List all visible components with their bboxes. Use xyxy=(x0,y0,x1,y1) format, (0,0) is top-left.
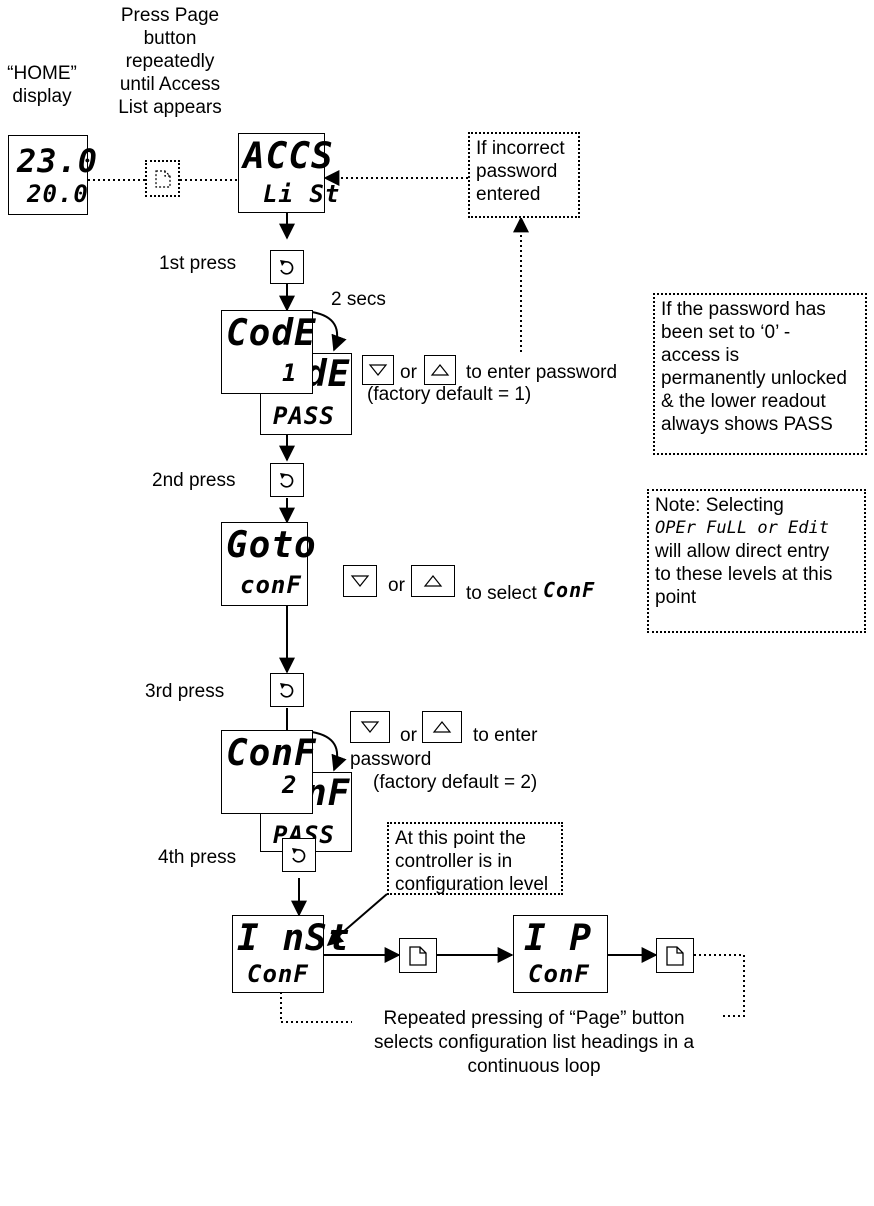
down-triangle-icon xyxy=(360,721,380,733)
page-button-1[interactable] xyxy=(399,938,437,973)
code-front-lower: 1 xyxy=(282,359,298,387)
factory-default-label-2: (factory default = 2) xyxy=(373,772,538,793)
page-button-2[interactable] xyxy=(656,938,694,973)
cycle-icon xyxy=(280,473,294,488)
enter-password-label-1: to enter password xyxy=(466,362,618,383)
cycle-button-2[interactable] xyxy=(270,463,304,497)
access-lower-readout: Li St xyxy=(263,180,341,208)
select-target-readout: ConF xyxy=(543,578,596,602)
cycle-icon xyxy=(292,848,306,863)
down-triangle-icon xyxy=(350,575,370,587)
goto-lower-readout: conF xyxy=(240,571,302,599)
inst-lower-readout: ConF xyxy=(247,960,309,988)
home-upper-readout: 23.0 xyxy=(17,142,99,180)
access-list-display: ACCS Li St xyxy=(238,133,339,213)
selecting-note: Note: Selecting OPEr FuLL or Edit will a… xyxy=(647,489,866,633)
code-front-upper: CodE xyxy=(226,313,317,354)
incorrect-password-note: If incorrect password entered xyxy=(468,132,580,218)
ip-conf-display: I P ConF xyxy=(513,915,608,993)
second-press-label: 2nd press xyxy=(152,470,236,491)
conf-front-upper: ConF xyxy=(226,733,317,774)
code-display-front: CodE 1 xyxy=(221,310,316,394)
loop-caption: Repeated pressing of “Page” button selec… xyxy=(373,1008,695,1077)
config-level-note: At this point the controller is in confi… xyxy=(387,822,563,895)
down-button-1[interactable] xyxy=(362,355,394,385)
page-icon xyxy=(154,169,171,188)
home-caption: “HOME” display xyxy=(7,63,77,107)
cycle-icon xyxy=(280,683,294,698)
home-lower-readout: 20.0 xyxy=(27,180,89,208)
access-upper-readout: ACCS xyxy=(243,136,334,177)
factory-default-label-1: (factory default = 1) xyxy=(367,384,532,405)
up-triangle-icon xyxy=(430,364,450,376)
goto-upper-readout: Goto xyxy=(226,525,317,566)
enter-password-label-2: to enter xyxy=(473,725,538,746)
to-select-label: to select xyxy=(466,583,537,604)
down-triangle-icon xyxy=(368,364,388,376)
cycle-button-3[interactable] xyxy=(270,673,304,707)
password-label-2: password xyxy=(350,749,432,770)
down-button-3[interactable] xyxy=(350,711,390,743)
up-button-3[interactable] xyxy=(422,711,462,743)
ip-upper-readout: I P xyxy=(524,918,593,959)
cycle-button-1[interactable] xyxy=(270,250,304,284)
home-display: 23.0 20.0 xyxy=(8,135,97,215)
page-icon xyxy=(409,945,427,966)
goto-display: Goto conF xyxy=(221,522,316,606)
inst-upper-readout: I nSt xyxy=(237,918,351,959)
cycle-button-4[interactable] xyxy=(282,838,316,872)
code-back-lower: PASS xyxy=(273,402,335,430)
password-zero-note: If the password has been set to ‘0’ - ac… xyxy=(653,293,867,455)
inst-conf-display: I nSt ConF xyxy=(232,915,349,993)
up-button-2[interactable] xyxy=(411,565,455,597)
first-press-label: 1st press xyxy=(159,253,237,274)
down-button-2[interactable] xyxy=(343,565,377,597)
press-page-caption: Press Page button repeatedly until Acces… xyxy=(118,5,222,118)
or-label-1: or xyxy=(400,362,417,383)
page-button-hint xyxy=(145,160,180,197)
up-triangle-icon xyxy=(423,575,443,587)
page-icon xyxy=(666,945,684,966)
ip-lower-readout: ConF xyxy=(528,960,590,988)
up-triangle-icon xyxy=(432,721,452,733)
cycle-icon xyxy=(280,260,294,275)
fourth-press-label: 4th press xyxy=(158,847,237,868)
two-secs-label: 2 secs xyxy=(331,289,386,310)
conf-display-front: ConF 2 xyxy=(221,730,316,814)
up-button-1[interactable] xyxy=(424,355,456,385)
or-label-2: or xyxy=(388,575,405,596)
or-label-3: or xyxy=(400,725,417,746)
third-press-label: 3rd press xyxy=(145,681,225,702)
conf-front-lower: 2 xyxy=(282,771,298,799)
